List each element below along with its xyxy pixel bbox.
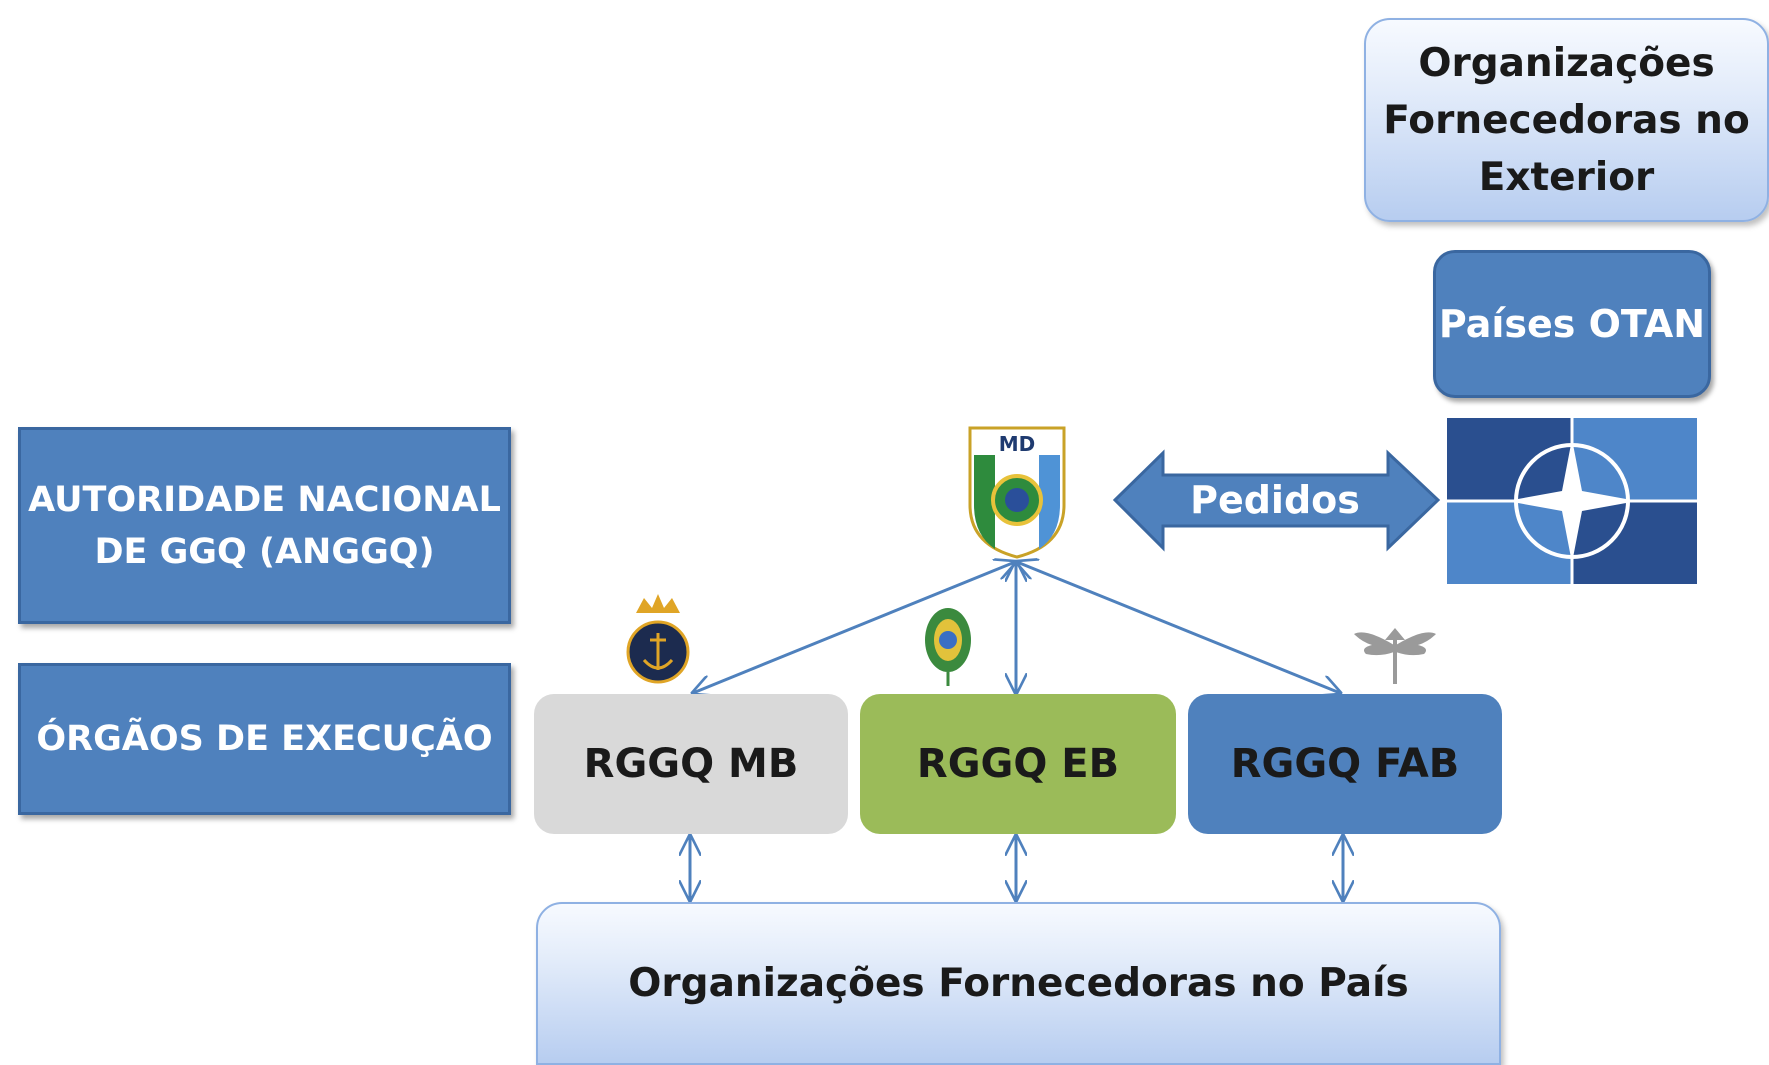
nato-flag-icon (1447, 418, 1697, 584)
rggq-fab-label: RGGQ FAB (1230, 741, 1460, 787)
md-emblem-text: MD (999, 432, 1036, 456)
md-emblem-icon: MD (968, 426, 1066, 559)
execution-bodies-box: ÓRGÃOS DE EXECUÇÃO (18, 663, 511, 815)
foreign-suppliers-label: Organizações Fornecedoras no Exterior (1383, 40, 1750, 200)
requests-label: Pedidos (1190, 478, 1360, 522)
domestic-suppliers-box: Organizações Fornecedoras no País (536, 902, 1501, 1065)
md-to-fab-arrow (1017, 562, 1340, 693)
rggq-eb-box: RGGQ EB (860, 694, 1176, 834)
authority-box: AUTORIDADE NACIONAL DE GGQ (ANGGQ) (18, 427, 511, 624)
rggq-mb-label: RGGQ MB (583, 741, 799, 787)
rggq-eb-label: RGGQ EB (916, 741, 1120, 787)
rggq-mb-box: RGGQ MB (534, 694, 848, 834)
execution-bodies-label: ÓRGÃOS DE EXECUÇÃO (36, 719, 493, 759)
navy-emblem-icon (626, 594, 690, 684)
rggq-fab-box: RGGQ FAB (1188, 694, 1502, 834)
nato-countries-label: Países OTAN (1438, 302, 1706, 346)
authority-label: AUTORIDADE NACIONAL DE GGQ (ANGGQ) (28, 479, 501, 572)
army-emblem-icon (925, 608, 971, 686)
nato-countries-box: Países OTAN (1433, 250, 1711, 398)
requests-double-arrow (1112, 449, 1441, 552)
air-force-emblem-icon (1354, 628, 1436, 684)
foreign-suppliers-box: Organizações Fornecedoras no Exterior (1364, 18, 1769, 222)
md-to-mb-arrow (693, 562, 1015, 693)
domestic-suppliers-label: Organizações Fornecedoras no País (628, 961, 1409, 1006)
